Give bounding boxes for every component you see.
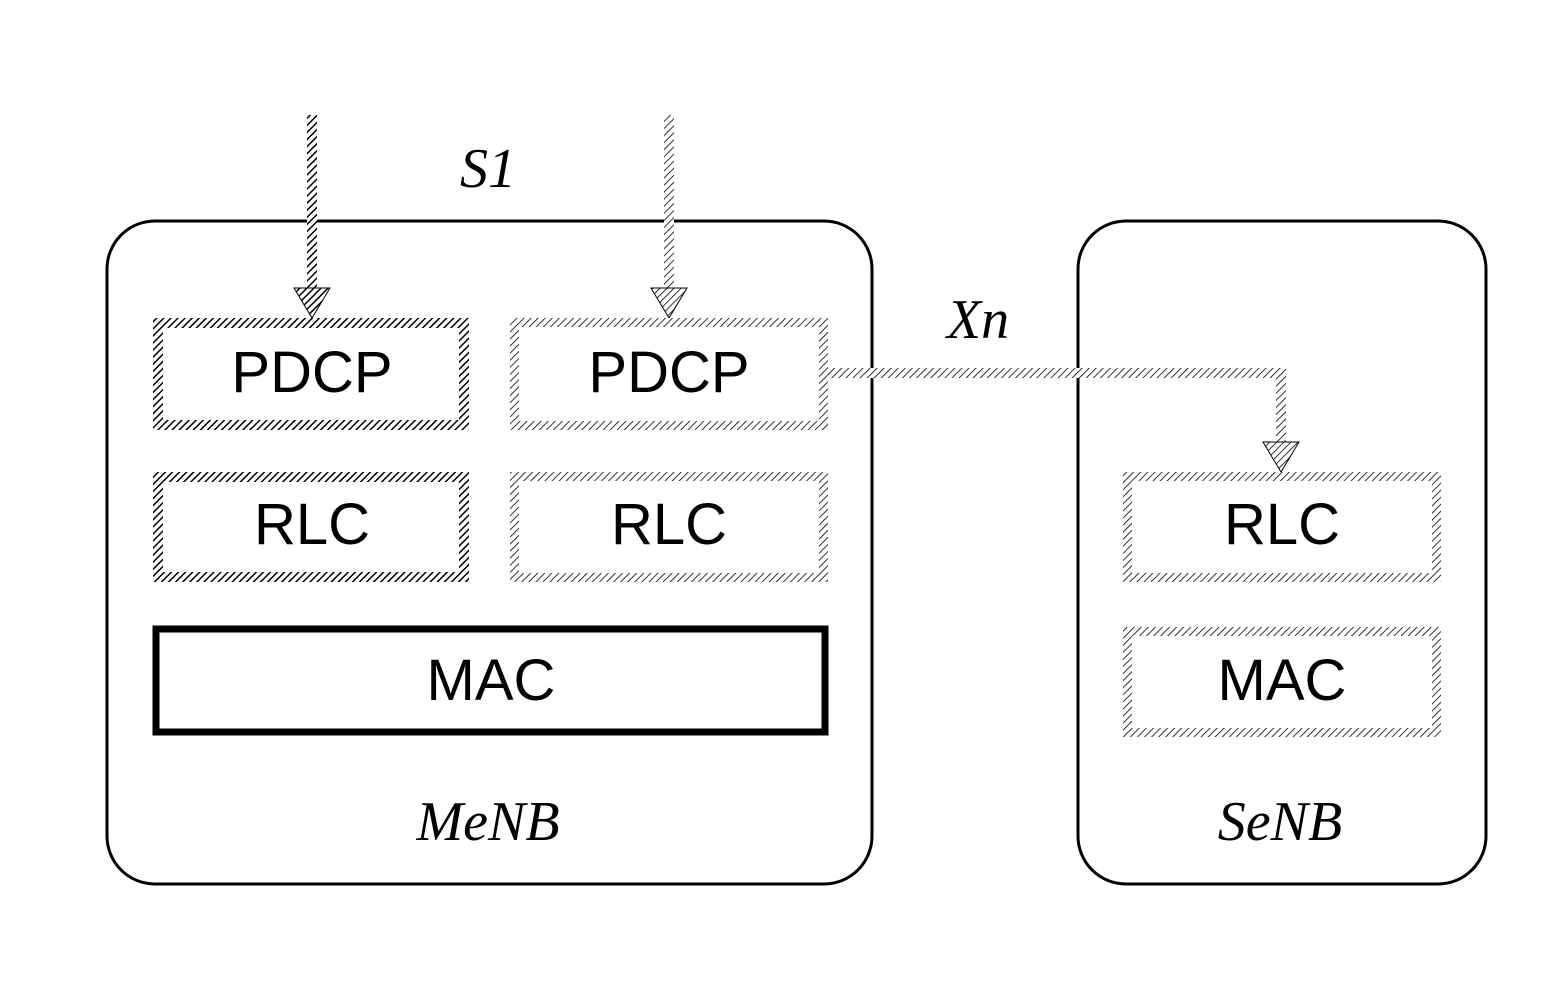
menb-mac-label: MAC bbox=[427, 648, 556, 713]
s1-arrowhead-bearer1 bbox=[294, 288, 330, 318]
menb-rlc-bearer1-label: RLC bbox=[254, 492, 370, 557]
xn-label: Xn bbox=[945, 289, 1009, 351]
s1-arrow-bearer2 bbox=[664, 115, 674, 290]
s1-label: S1 bbox=[460, 138, 516, 200]
xn-link-horizontal bbox=[828, 368, 1286, 378]
senb-label: SeNB bbox=[1218, 791, 1342, 853]
s1-arrow-bearer1 bbox=[307, 115, 317, 290]
xn-arrowhead bbox=[1263, 442, 1299, 472]
xn-link-vertical bbox=[1276, 368, 1286, 446]
senb-mac-label: MAC bbox=[1218, 648, 1347, 713]
menb-pdcp-bearer2-label: PDCP bbox=[588, 340, 749, 405]
senb-rlc-label: RLC bbox=[1224, 492, 1340, 557]
menb-rlc-bearer2-label: RLC bbox=[611, 492, 727, 557]
s1-arrowhead-bearer2 bbox=[651, 288, 687, 318]
menb-pdcp-bearer1-label: PDCP bbox=[231, 340, 392, 405]
menb-label: MeNB bbox=[415, 791, 559, 853]
